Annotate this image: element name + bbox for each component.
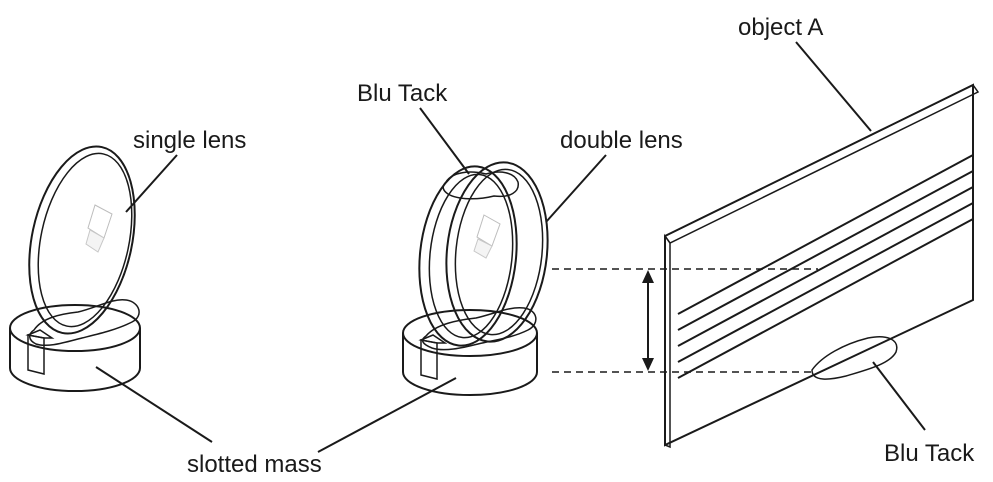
board-stripes bbox=[677, 154, 974, 379]
blu-tack-middle-base bbox=[421, 306, 537, 351]
label-blu-tack-bottom: Blu Tack bbox=[884, 440, 975, 467]
single-lens-assembly bbox=[9, 145, 141, 392]
label-slotted-mass: slotted mass bbox=[187, 451, 322, 478]
label-object-a: object A bbox=[738, 14, 823, 41]
single-lens bbox=[28, 145, 136, 335]
label-double-lens: double lens bbox=[560, 127, 683, 154]
double-lens-assembly bbox=[402, 161, 549, 396]
height-indicator bbox=[552, 268, 818, 373]
double-lens bbox=[418, 161, 549, 347]
object-a-board bbox=[663, 83, 980, 449]
blu-tack-top bbox=[442, 171, 519, 200]
leader-lines bbox=[95, 41, 926, 453]
label-single-lens: single lens bbox=[133, 127, 246, 154]
blu-tack-bottom bbox=[811, 336, 898, 380]
label-blu-tack-top: Blu Tack bbox=[357, 80, 448, 107]
slotted-mass-middle bbox=[402, 309, 538, 396]
blu-tack-left-base bbox=[29, 299, 140, 347]
slotted-mass-left bbox=[9, 304, 141, 392]
